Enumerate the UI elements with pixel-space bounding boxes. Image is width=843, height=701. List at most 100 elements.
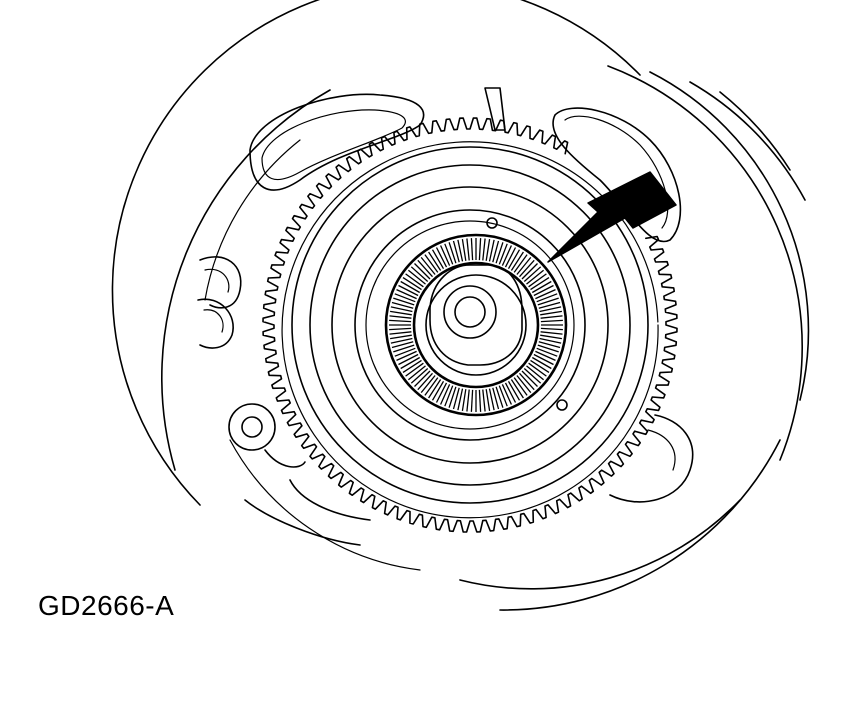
bearing-needle bbox=[540, 331, 563, 335]
carrier-rings bbox=[291, 146, 649, 504]
bearing-needle bbox=[466, 389, 470, 412]
bearing-needle bbox=[535, 350, 556, 361]
bearing-needle bbox=[394, 293, 416, 303]
bearing-needle bbox=[452, 387, 460, 410]
bearing-needle bbox=[485, 238, 491, 261]
bearing-needle bbox=[540, 334, 563, 340]
bearing-needle bbox=[519, 372, 535, 391]
bearing-needle bbox=[405, 273, 424, 288]
ring-gear bbox=[262, 117, 678, 533]
bearing-needle bbox=[521, 263, 538, 280]
bearing-needle bbox=[393, 297, 415, 306]
bearing-needle bbox=[495, 242, 504, 264]
bearing-needle bbox=[389, 327, 412, 331]
bearing-needle bbox=[537, 297, 559, 306]
housing-pockets bbox=[244, 87, 694, 546]
bearing-needle bbox=[538, 301, 561, 309]
figure-label: GD2666-A bbox=[38, 590, 175, 621]
bearing-needle bbox=[539, 306, 562, 313]
bearing-needle bbox=[417, 259, 433, 278]
carrier-holes bbox=[486, 217, 568, 411]
bearing-needle bbox=[513, 377, 528, 396]
bearing-needle bbox=[407, 269, 426, 285]
hub-shaft bbox=[425, 264, 527, 376]
bearing-needle bbox=[470, 389, 474, 412]
bearing-needle bbox=[396, 289, 417, 300]
bearing-needle bbox=[526, 365, 545, 381]
bearing-needle bbox=[513, 254, 528, 273]
bearing-needle bbox=[504, 382, 517, 403]
bearing-needle bbox=[536, 293, 558, 303]
bearing-needle bbox=[488, 388, 495, 411]
bearing-needle bbox=[530, 277, 550, 291]
bearing-needle bbox=[414, 370, 431, 387]
bearing-needle bbox=[540, 310, 563, 316]
bearing-needle bbox=[448, 242, 457, 264]
bearing-needle bbox=[389, 310, 412, 316]
ring-gear-teeth bbox=[262, 117, 678, 533]
bearing-needle bbox=[488, 239, 495, 262]
bearing-needle bbox=[405, 362, 424, 377]
bearing-needle bbox=[457, 388, 464, 411]
bearing-needle bbox=[537, 344, 559, 353]
bearing-needle bbox=[519, 259, 535, 278]
bearing-needle bbox=[461, 389, 467, 412]
bearing-needle bbox=[414, 263, 431, 280]
bearing-needle bbox=[528, 273, 547, 288]
bearing-needle bbox=[523, 368, 542, 384]
bearing-needle bbox=[482, 389, 486, 412]
bearing-needle bbox=[510, 251, 524, 271]
ring-gear-inner-edge bbox=[281, 141, 659, 519]
bearing-needle bbox=[507, 380, 521, 401]
bearing-needle bbox=[394, 347, 416, 357]
arrow-icon bbox=[547, 171, 677, 263]
bearing-needle bbox=[498, 385, 508, 407]
bearing-needle bbox=[410, 266, 429, 282]
bearing-needle bbox=[440, 245, 451, 266]
bearing-needle bbox=[461, 238, 467, 261]
bearing-needle bbox=[435, 382, 448, 403]
bearing-needle bbox=[444, 385, 454, 407]
bearing-needle bbox=[428, 251, 442, 271]
bearing-needle bbox=[398, 284, 419, 297]
bearing-needle bbox=[516, 256, 532, 275]
bearing-needle bbox=[516, 375, 532, 394]
bearing-needle bbox=[504, 247, 517, 268]
bearing-needle bbox=[400, 280, 421, 294]
bearing-needle bbox=[431, 380, 445, 401]
bearing-needle bbox=[533, 353, 554, 366]
housing-left-features bbox=[197, 256, 306, 468]
bearing-needle bbox=[440, 384, 451, 405]
bearing-needle bbox=[457, 239, 464, 262]
bearing-needle bbox=[540, 315, 563, 319]
bearing-needle bbox=[482, 238, 486, 261]
bearing-needle bbox=[523, 266, 542, 282]
bearing-needle bbox=[507, 249, 521, 270]
bearing-needle bbox=[431, 249, 445, 270]
bearing-needle bbox=[407, 365, 426, 381]
bearing-needle bbox=[393, 344, 415, 353]
bearing-needle bbox=[510, 379, 524, 399]
bearing-needle bbox=[402, 359, 422, 373]
bearing-needle bbox=[533, 284, 554, 297]
bearing-needle bbox=[420, 375, 436, 394]
bearing-needle bbox=[466, 238, 470, 261]
bearing-needle bbox=[478, 238, 482, 261]
bearing-needle bbox=[485, 389, 491, 412]
bearing-needle bbox=[470, 238, 474, 261]
bearing-needle bbox=[389, 334, 412, 340]
bearing-needle bbox=[526, 269, 545, 285]
bearing-needle bbox=[528, 362, 547, 377]
bearing-needle bbox=[398, 353, 419, 366]
bearing-needle bbox=[402, 277, 422, 291]
bearing-needle bbox=[531, 356, 552, 370]
bearing-needle bbox=[452, 240, 460, 263]
bearing-needle bbox=[400, 356, 421, 370]
bearing-needle bbox=[389, 315, 412, 319]
bearing-needle bbox=[448, 386, 457, 408]
bearing-needle bbox=[539, 337, 562, 344]
bearing-needle bbox=[389, 319, 412, 323]
bearing-needle bbox=[424, 254, 439, 273]
bearing-needle bbox=[492, 240, 500, 263]
bearing-needle bbox=[535, 289, 556, 300]
